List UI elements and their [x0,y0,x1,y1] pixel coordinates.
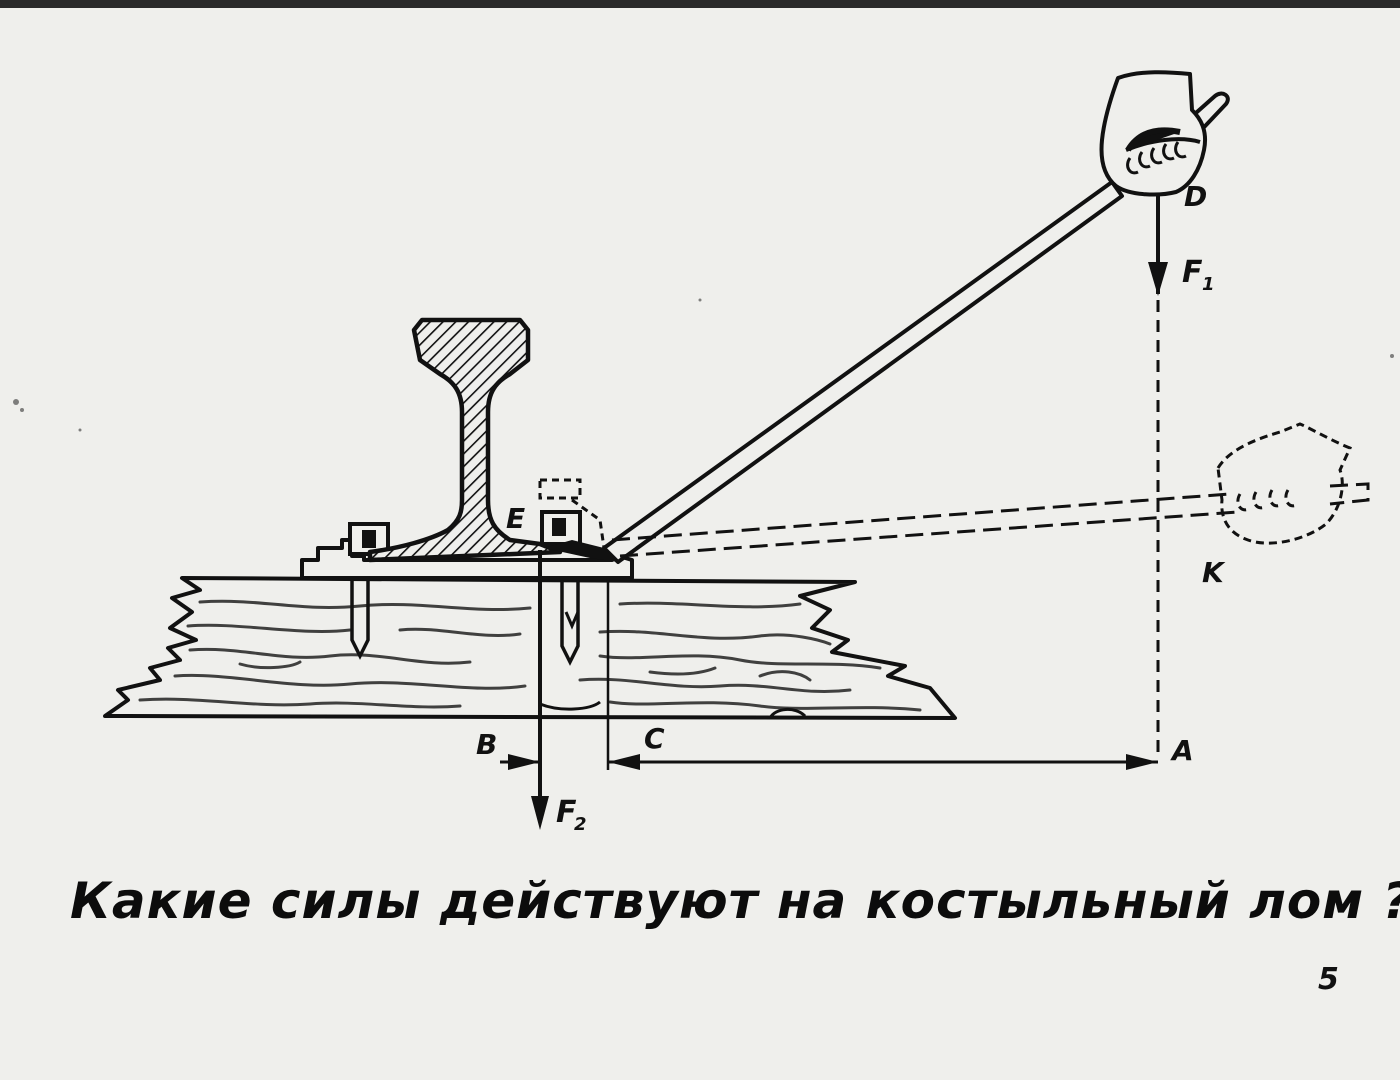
dust-specks [13,298,1394,432]
label-b: B [476,728,497,761]
label-k: K [1202,556,1226,589]
spike-pulled [538,478,582,666]
label-d: D [1184,180,1207,213]
label-f1-subscript: 1 [1202,274,1215,295]
page-number: 5 [1318,962,1339,997]
question-caption: Какие силы действуют на костыльный лом ? [70,872,1400,930]
sleeper [103,576,957,720]
hand-icon [1099,70,1207,197]
hand-dashed-icon [1216,422,1353,545]
label-c: C [644,722,665,755]
label-e: E [506,502,525,535]
label-f2-subscript: 2 [574,814,587,835]
force-f1 [1148,196,1168,760]
film-edge [0,0,1400,8]
label-f2: F [556,795,577,830]
lever-arms [500,550,1158,830]
rail [367,317,563,563]
label-f1: F [1182,255,1203,290]
label-a: A [1170,734,1194,767]
